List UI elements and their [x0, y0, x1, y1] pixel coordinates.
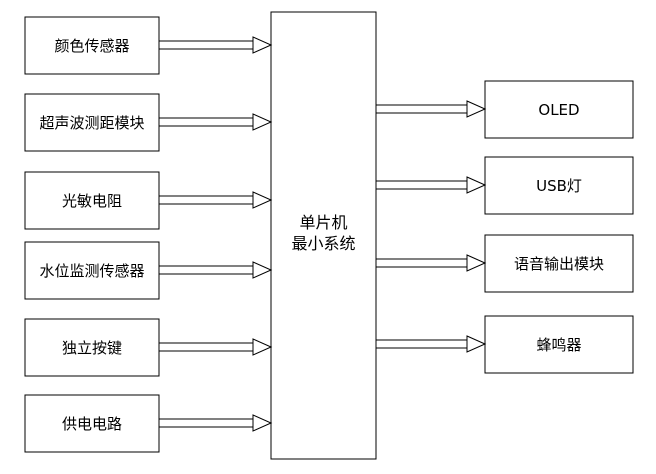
input-block-keys: 独立按键 [24, 318, 160, 377]
input-block-ultrasonic: 超声波测距模块 [24, 93, 160, 152]
output-label-voice: 语音输出模块 [514, 255, 604, 273]
arrow-ultrasonic [159, 113, 273, 131]
input-block-power: 供电电路 [24, 394, 160, 453]
output-label-buzzer: 蜂鸣器 [536, 336, 581, 354]
input-block-photoresistor: 光敏电阻 [24, 171, 160, 230]
input-label-power: 供电电路 [62, 415, 122, 433]
arrow-keys [159, 338, 273, 356]
output-block-usb-lamp: USB灯 [484, 156, 634, 215]
arrow-usb-lamp [376, 176, 487, 194]
output-label-usb-lamp: USB灯 [536, 177, 582, 195]
mcu-block: 单片机 最小系统 [270, 11, 377, 460]
arrow-oled [376, 100, 487, 118]
arrow-color-sensor [159, 36, 273, 54]
arrow-buzzer [376, 335, 487, 353]
arrow-power [159, 414, 273, 432]
input-label-photoresistor: 光敏电阻 [62, 192, 122, 210]
arrow-voice [376, 254, 487, 272]
mcu-label-line1: 单片机 [299, 213, 347, 232]
output-label-oled: OLED [538, 101, 579, 119]
arrow-water-level [159, 261, 273, 279]
output-block-oled: OLED [484, 80, 634, 139]
input-label-ultrasonic: 超声波测距模块 [39, 114, 144, 132]
input-label-water-level: 水位监测传感器 [39, 262, 144, 280]
input-label-keys: 独立按键 [62, 339, 122, 357]
input-block-color-sensor: 颜色传感器 [24, 16, 160, 75]
output-block-buzzer: 蜂鸣器 [484, 315, 634, 374]
input-label-color-sensor: 颜色传感器 [54, 37, 129, 55]
arrow-photoresistor [159, 191, 273, 209]
output-block-voice: 语音输出模块 [484, 234, 634, 293]
input-block-water-level: 水位监测传感器 [24, 241, 160, 300]
mcu-label-line2: 最小系统 [291, 234, 355, 253]
